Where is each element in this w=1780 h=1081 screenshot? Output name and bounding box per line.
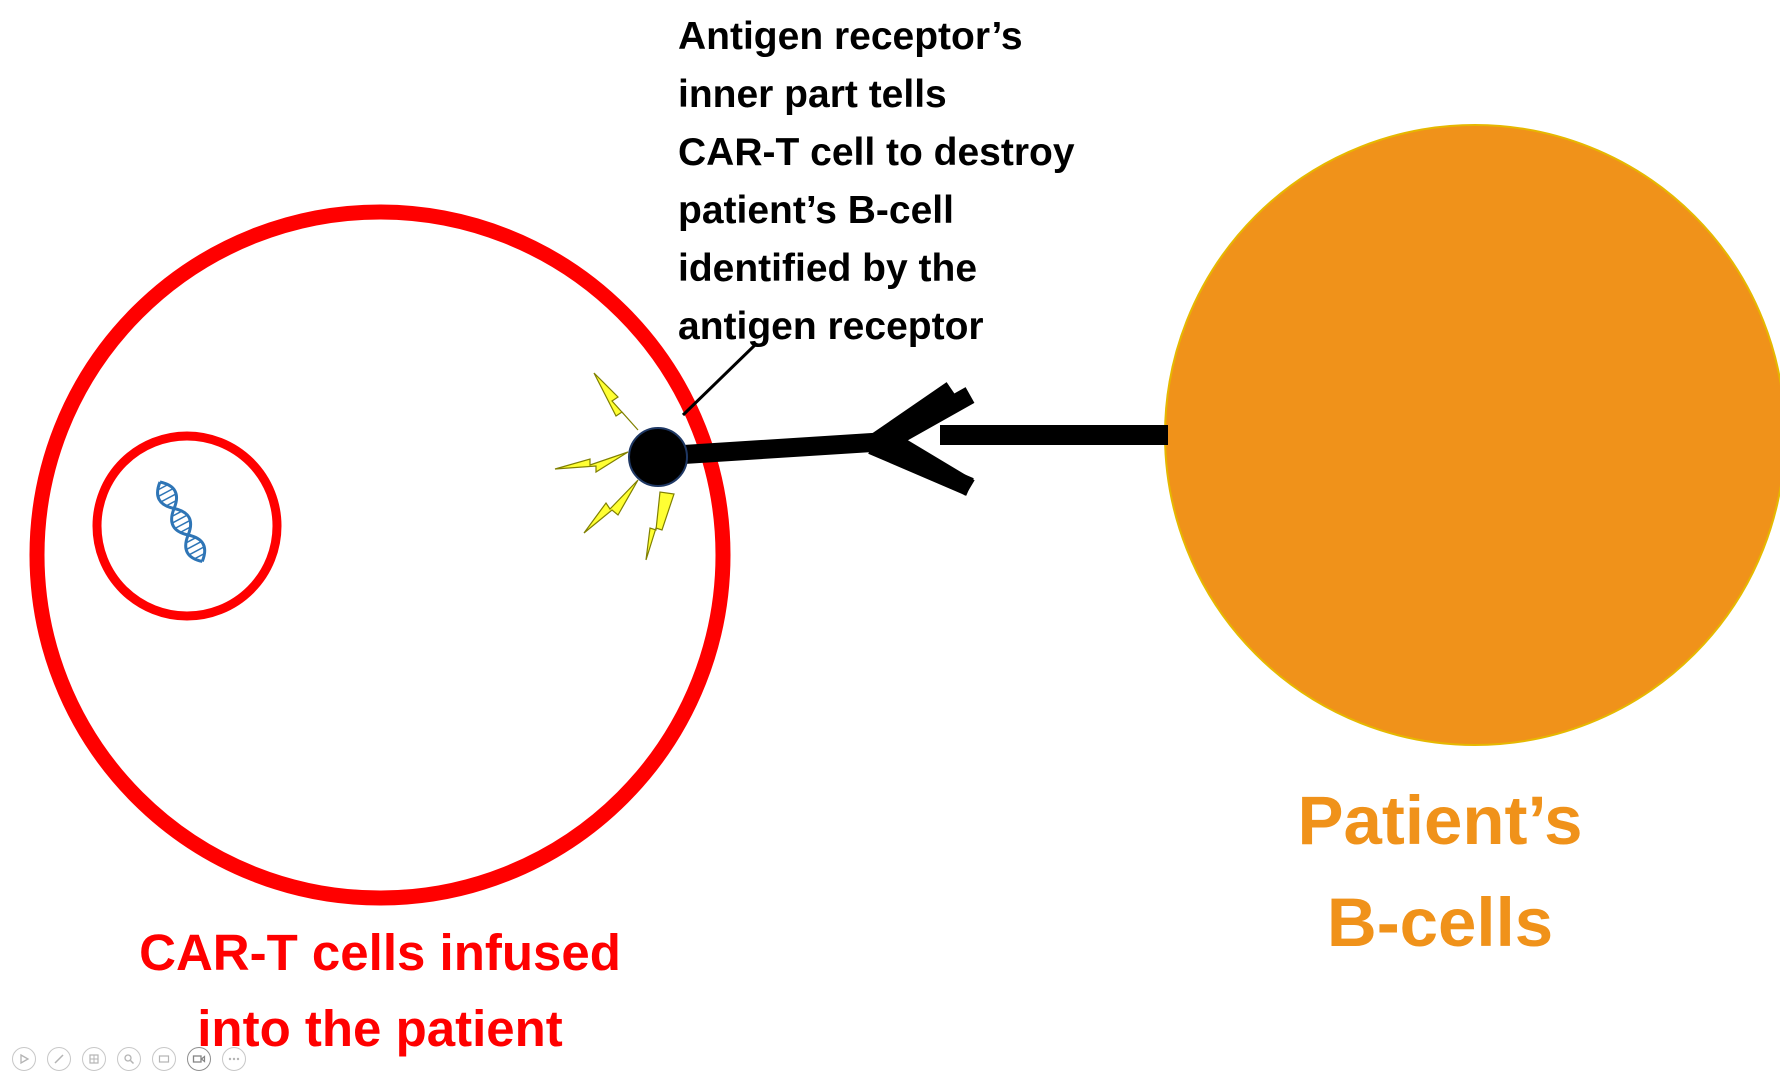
- annotation-line: identified by the: [678, 247, 978, 290]
- annotation-line: Antigen receptor’s: [678, 15, 1023, 58]
- dna-helix-icon: [156, 480, 207, 563]
- b-cells-label-line: B-cells: [1326, 884, 1554, 961]
- subtitles-icon[interactable]: [152, 1047, 176, 1071]
- pen-icon[interactable]: [47, 1047, 71, 1071]
- car-t-label-line: CAR-T cells infused: [139, 924, 621, 981]
- annotation-line: CAR-T cell to destroy: [678, 131, 1075, 174]
- car-t-cell: [29, 204, 731, 906]
- car-receptor-arm-upper: [866, 382, 958, 453]
- car-t-label-line: into the patient: [197, 1000, 563, 1057]
- more-icon[interactable]: [222, 1047, 246, 1071]
- patient-b-cell: [1164, 124, 1780, 746]
- b-cells-label-line: Patient’s: [1297, 782, 1583, 859]
- car-t-nucleus: [92, 431, 282, 621]
- camera-icon[interactable]: [187, 1047, 211, 1071]
- car-t-label: CAR-T cells infused into the patient: [80, 915, 680, 1067]
- annotation-line: inner part tells: [678, 73, 947, 116]
- lightning-bolt-icon: [554, 451, 629, 474]
- annotation-pointer: [681, 343, 757, 417]
- b-cells-label: Patient’s B-cells: [1180, 770, 1700, 974]
- slides-grid-icon[interactable]: [82, 1047, 106, 1071]
- receptor-inner-domain: [628, 427, 688, 487]
- lightning-bolt-icon: [645, 491, 675, 561]
- annotation-line: antigen receptor: [678, 305, 984, 348]
- lightning-bolt-icon: [593, 372, 639, 431]
- play-icon[interactable]: [12, 1047, 36, 1071]
- lightning-bolt-icon: [583, 479, 639, 534]
- receptor-annotation: Antigen receptor’s inner part tells CAR-…: [678, 8, 1118, 356]
- car-receptor-stem: [659, 432, 881, 466]
- annotation-line: patient’s B-cell: [678, 189, 954, 232]
- zoom-icon[interactable]: [117, 1047, 141, 1071]
- slideshow-toolbar: [12, 1047, 246, 1073]
- car-receptor-arm-lower: [868, 436, 974, 496]
